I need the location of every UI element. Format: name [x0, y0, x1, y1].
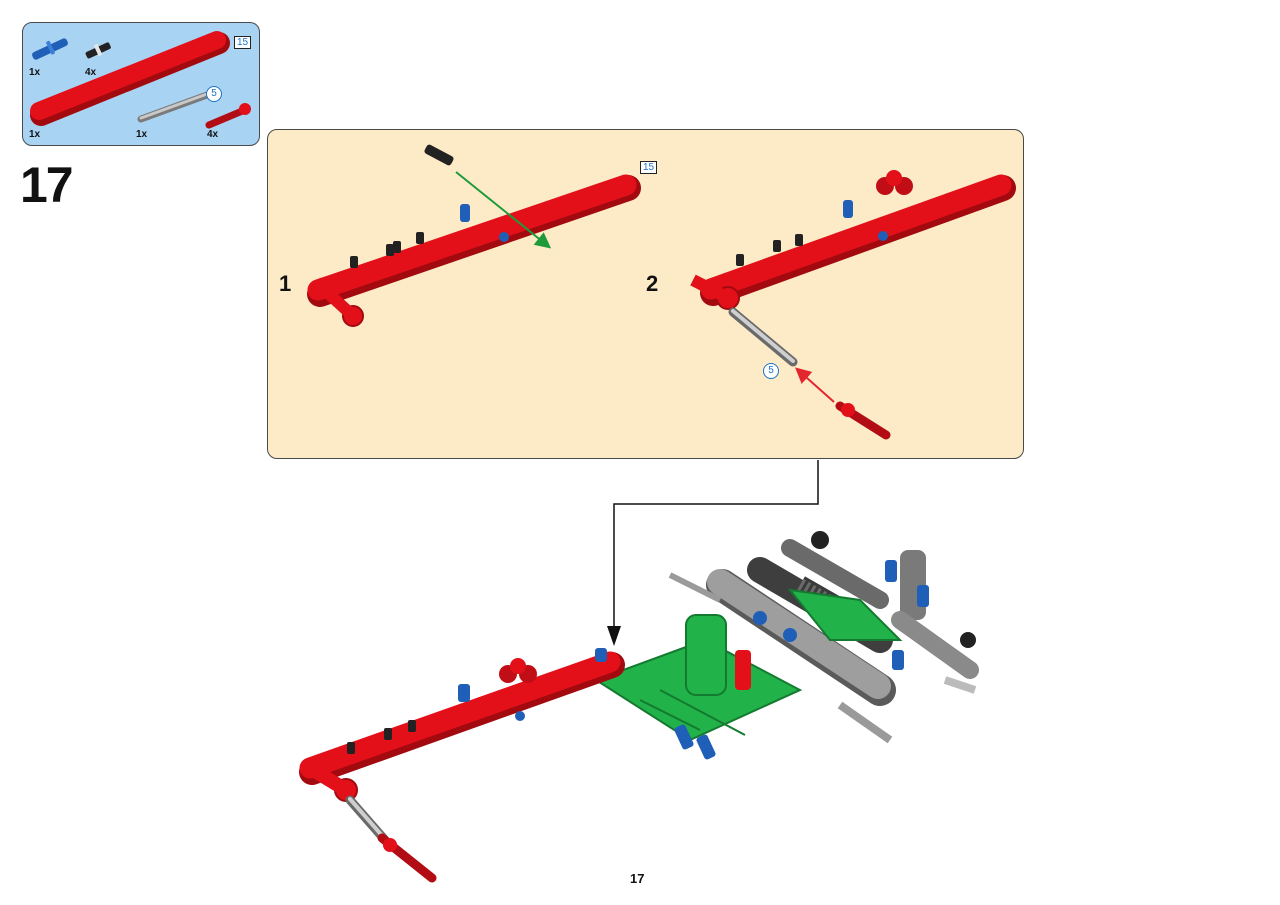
main-red-axle-pin-icon	[377, 833, 437, 883]
step-number: 17	[20, 157, 74, 213]
grey-axle-5-icon	[137, 91, 211, 123]
page-number: 17	[630, 871, 645, 886]
red-axle-pin-icon	[205, 103, 251, 129]
sub-length-circle-5: 5	[763, 363, 779, 379]
green-frame-icon	[593, 560, 929, 760]
qty-blue-axle-pin: 1x	[29, 67, 41, 78]
black-pin-insert-icon	[424, 144, 454, 166]
sub-step-callout: 1 2 15 5	[267, 129, 1024, 459]
parts-illustration	[30, 31, 251, 129]
red-axle-pin-insert-icon	[835, 401, 891, 440]
qty-grey-axle: 1x	[136, 129, 148, 140]
qty-black-friction-pin: 4x	[85, 67, 97, 78]
length-circle-5: 5	[206, 86, 222, 102]
grey-axle-icon	[728, 307, 798, 367]
length-badge-15: 15	[234, 36, 252, 49]
black-friction-pin-icon	[85, 42, 111, 59]
red-beam-15-icon	[30, 31, 230, 126]
parts-list-box: 1x 4x 15 5 1x 1x 4x	[22, 22, 260, 146]
sub-step-illustration	[307, 144, 1016, 440]
main-grey-axle-icon	[345, 795, 390, 845]
substep2-red-beam-icon	[690, 170, 1016, 310]
sub-step-number-1: 1	[279, 271, 292, 296]
qty-red-beam: 1x	[29, 129, 41, 140]
main-red-beam-icon	[299, 648, 625, 802]
sub-length-badge-15: 15	[640, 161, 658, 174]
connector-line	[613, 460, 819, 640]
qty-red-axle-pin: 4x	[207, 129, 219, 140]
blue-axle-pin-icon	[32, 38, 68, 60]
sub-step-number-2: 2	[646, 271, 659, 296]
connector-arrow-icon	[607, 626, 621, 646]
green-insert-arrow	[455, 171, 552, 249]
substep1-red-beam-icon	[307, 174, 641, 327]
red-insert-arrow	[795, 367, 835, 403]
